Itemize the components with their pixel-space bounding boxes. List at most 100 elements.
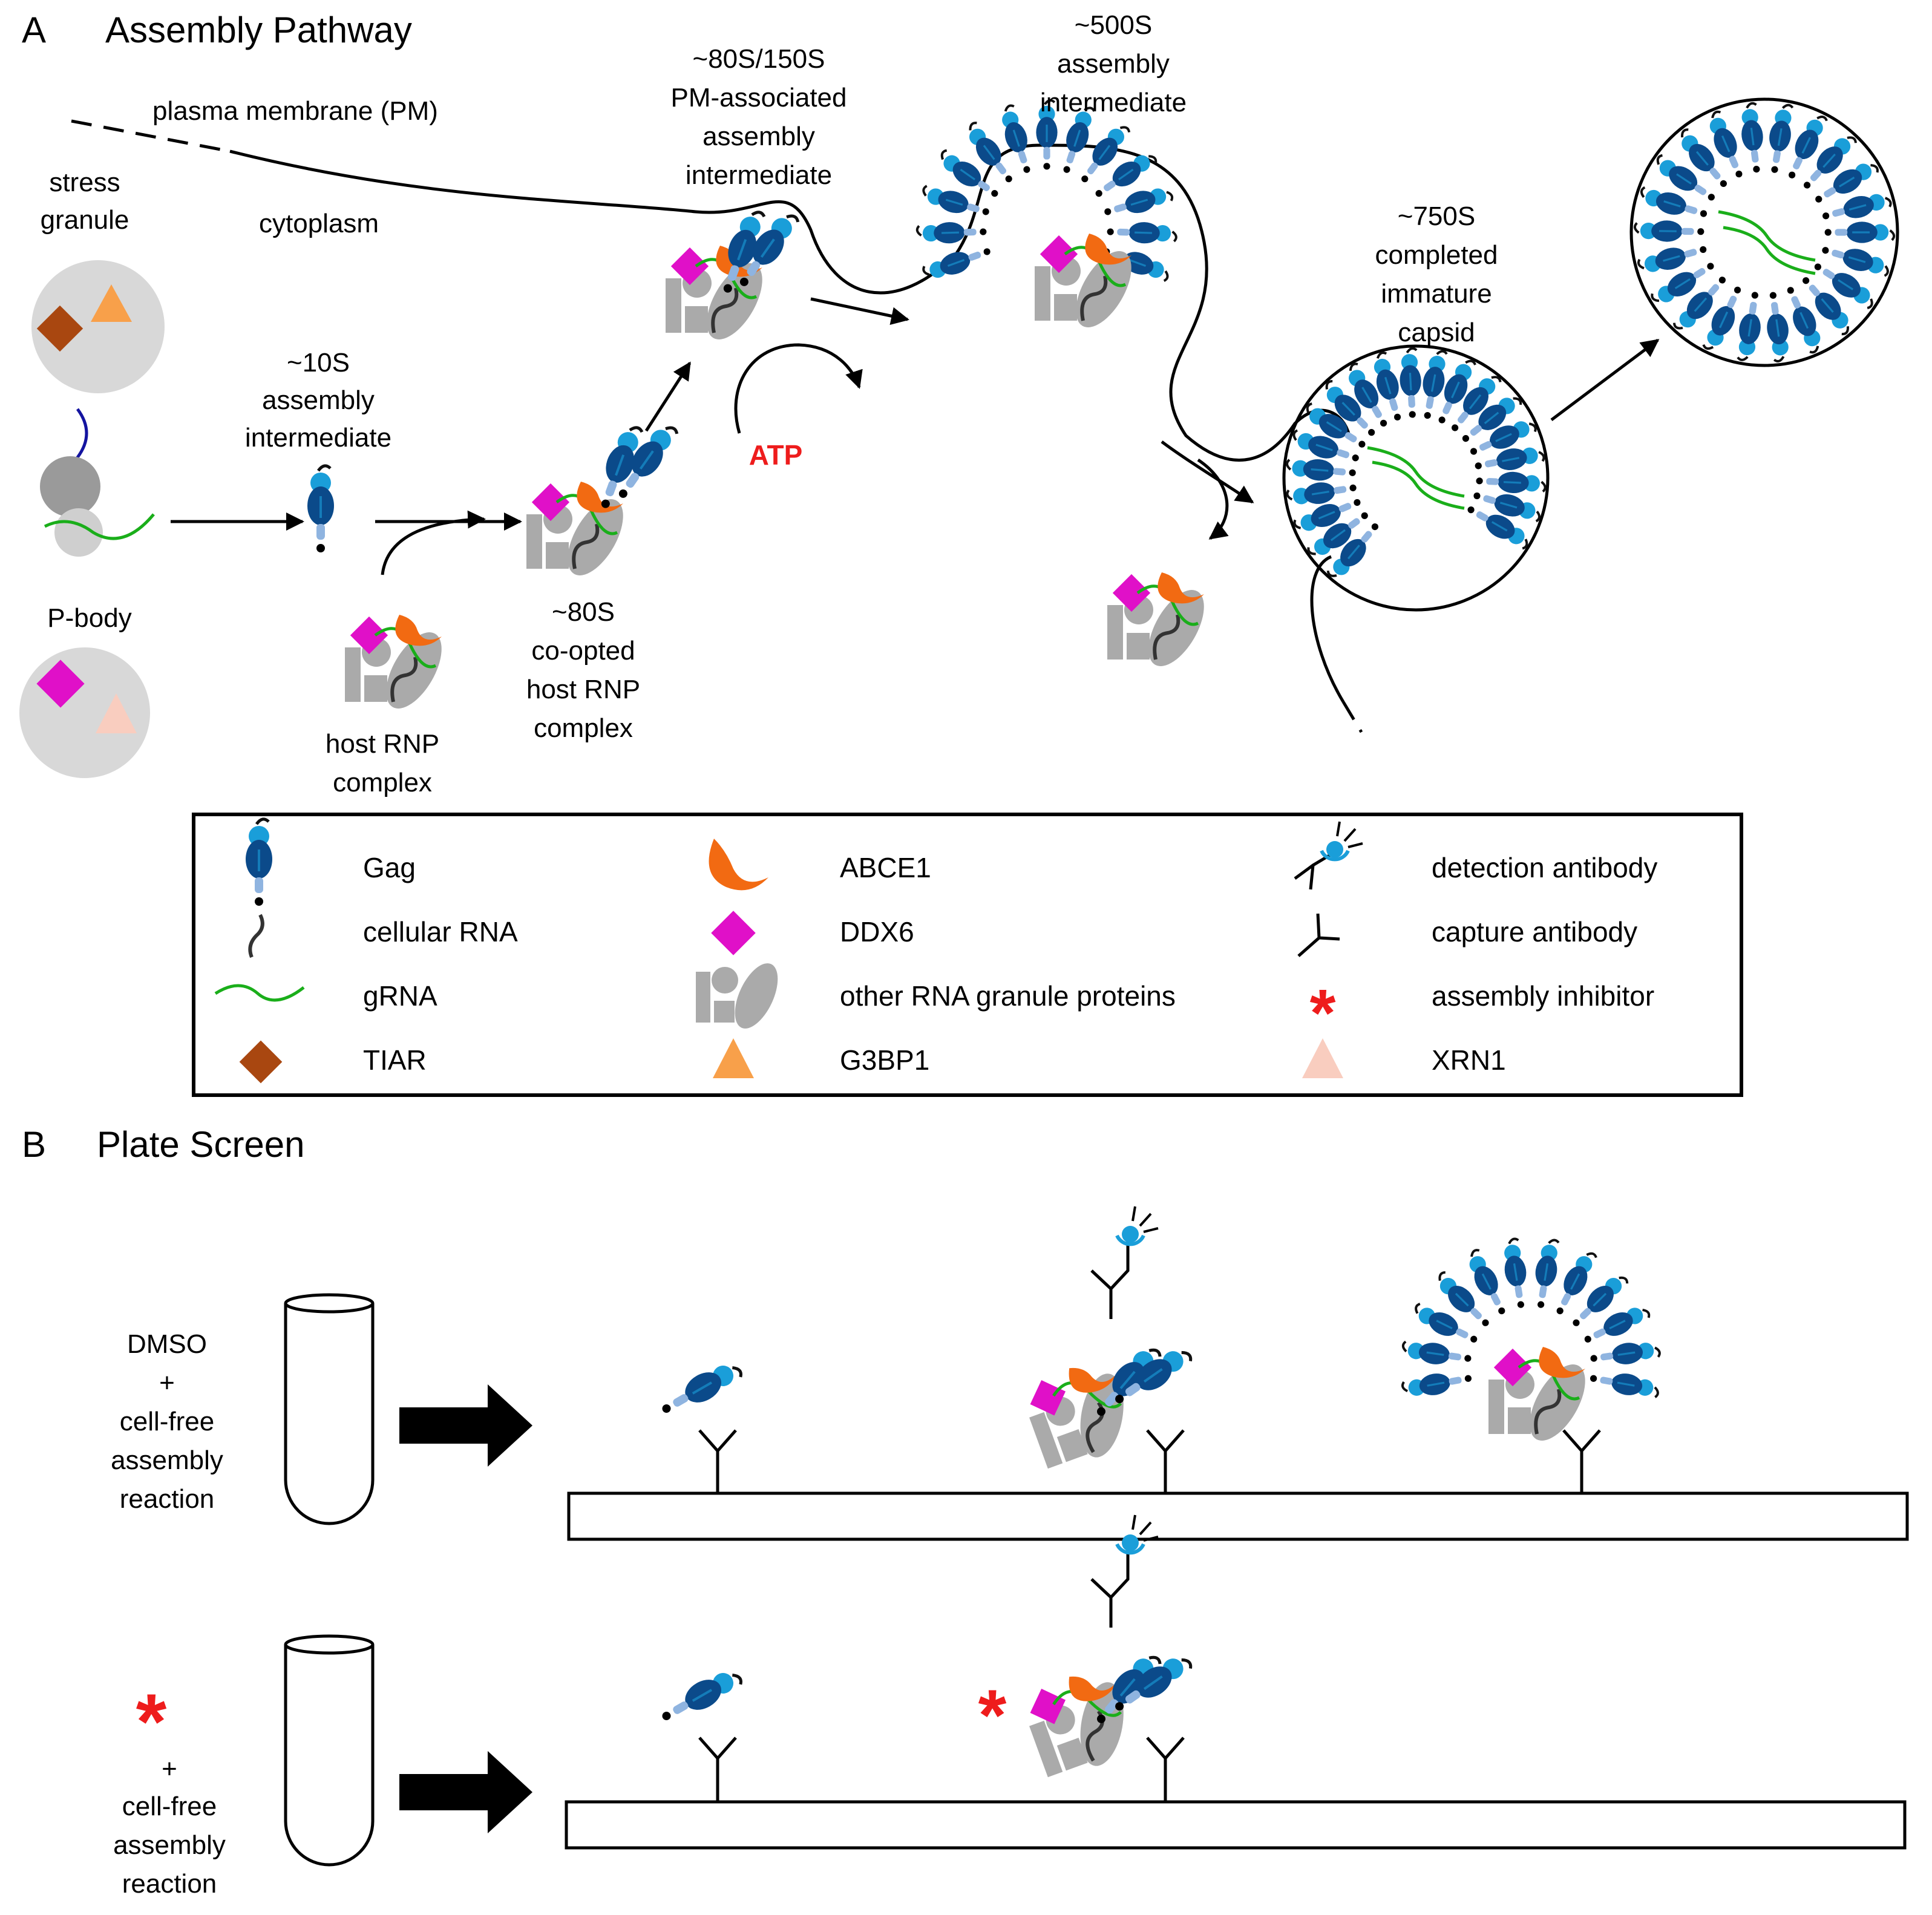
ddx6-icon — [36, 660, 85, 708]
capture-ab-dmso-1 — [699, 1430, 736, 1493]
750s-label-1: ~750S — [1398, 201, 1475, 231]
gag-molecule — [1635, 220, 1704, 243]
inhibitor-label-1: + — [162, 1754, 177, 1784]
legend-label-granule-proteins: other RNA granule proteins — [840, 980, 1176, 1012]
gag-molecule — [1500, 1238, 1532, 1310]
10s-label-2: assembly — [262, 385, 375, 415]
750s-capsid-envelope — [1282, 344, 1550, 612]
gag-molecule — [1401, 1338, 1473, 1369]
inhibitor-bound-star: * — [978, 1675, 1007, 1756]
legend-label-detection-antibody: detection antibody — [1432, 852, 1657, 883]
detection-tag-inh-2 — [1117, 1515, 1158, 1553]
dmso-label-5: reaction — [120, 1484, 215, 1514]
750s-label-3: immature — [1381, 279, 1492, 309]
pm-label-3: assembly — [702, 122, 815, 151]
legend-label-cellular-rna: cellular RNA — [363, 916, 518, 948]
stress-granule-label-2: granule — [41, 205, 129, 235]
gag-molecule — [1825, 221, 1894, 243]
inhibitor-label-4: reaction — [122, 1869, 217, 1899]
panel-a-letter: A — [22, 10, 46, 50]
tube-inhibitor-rim — [284, 1634, 375, 1655]
legend-label-abce1: ABCE1 — [840, 852, 931, 883]
legend-label-gag: Gag — [363, 852, 416, 883]
tiar-legend-icon — [239, 1040, 283, 1084]
cellular-rna-icon — [248, 914, 264, 958]
arrow-to-virion — [1550, 339, 1660, 421]
gag-molecule — [922, 241, 994, 284]
500s-label-1: ~500S — [1075, 10, 1152, 40]
dmso-label-2: + — [159, 1368, 175, 1398]
p-body — [19, 647, 150, 778]
plate-dmso — [567, 1491, 1909, 1541]
capture-ab-dmso-2 — [1147, 1430, 1184, 1493]
500s-label-2: assembly — [1057, 49, 1170, 79]
500s-rnp-complex — [1035, 234, 1142, 336]
legend-label-capture-antibody: capture antibody — [1432, 916, 1637, 948]
inhibitor-star: * — [136, 1677, 167, 1766]
500s-label-3: intermediate — [1040, 88, 1187, 117]
atp-label: ATP — [749, 439, 803, 471]
arrow-dmso — [399, 1384, 532, 1467]
10s-label-1: ~10S — [287, 348, 350, 378]
gag-molecule — [1588, 1367, 1660, 1401]
g3bp1-icon — [91, 284, 132, 322]
dmso-label-3: cell-free — [120, 1407, 215, 1436]
legend-label-ddx6: DDX6 — [840, 916, 914, 948]
arrow-atp — [734, 343, 863, 434]
gag-molecule — [1764, 103, 1796, 175]
host-rnp-label-2: complex — [333, 768, 432, 797]
host-rnp-complex — [345, 615, 453, 718]
legend-label-assembly-inhibitor: assembly inhibitor — [1432, 980, 1654, 1012]
detection-ab-inh-2 — [1090, 1549, 1130, 1628]
plasma-membrane — [229, 143, 1351, 462]
750s-label-4: capsid — [1398, 318, 1475, 347]
capture-ab-inh-1 — [699, 1738, 736, 1801]
xrn1-legend-icon — [1302, 1038, 1343, 1078]
stress-granule — [31, 260, 165, 393]
panel-b-letter: B — [22, 1124, 46, 1165]
coopted-rnp-complex — [526, 482, 634, 584]
panel-b-title: Plate Screen — [97, 1124, 305, 1165]
assembly-inhibitor-icon: * — [1310, 976, 1336, 1050]
gag-molecule — [1735, 290, 1766, 362]
arrow-rnp-join — [381, 510, 486, 575]
p-body-label: P-body — [47, 603, 131, 633]
panel-a-title: Assembly Pathway — [105, 10, 412, 50]
gag-molecule — [1738, 102, 1767, 174]
legend-label-tiar: TIAR — [363, 1044, 427, 1076]
gag-molecule — [917, 221, 987, 244]
gag-molecule — [1107, 221, 1177, 244]
pm-label-2: PM-associated — [670, 83, 846, 113]
coopted-label-1: ~80S — [552, 597, 615, 627]
membrane-label: plasma membrane (PM) — [152, 96, 438, 126]
plasma-membrane-dashed — [71, 119, 231, 153]
abce1-icon — [709, 839, 768, 891]
arrow-inhibitor — [399, 1751, 532, 1833]
virion-envelope — [1629, 97, 1899, 367]
arrow-to-500s — [810, 297, 909, 326]
ddx6-legend-icon — [711, 911, 756, 955]
detection-tag-dmso-2 — [1117, 1206, 1158, 1244]
tube-inhibitor — [284, 1645, 375, 1867]
legend-box — [192, 813, 1743, 1097]
gag-molecule — [1762, 290, 1793, 362]
750s-grna — [1367, 446, 1465, 510]
released-rnp-complex — [1107, 572, 1215, 675]
tiar-icon — [36, 305, 84, 352]
gag-inh-1 — [656, 1663, 744, 1730]
coopted-label-4: complex — [534, 713, 633, 743]
capture-antibody-icon — [1297, 913, 1340, 957]
pm-label-4: intermediate — [686, 160, 832, 190]
legend-label-g3bp1: G3BP1 — [840, 1044, 929, 1076]
stress-granule-label-1: stress — [49, 168, 120, 197]
gag-molecule — [1286, 457, 1357, 484]
gag-molecule — [1589, 1338, 1660, 1369]
cytoplasm-label: cytoplasm — [259, 209, 379, 238]
g3bp1-legend-icon — [713, 1038, 754, 1078]
10s-label-3: intermediate — [245, 423, 391, 453]
capture-ab-dmso-3 — [1564, 1430, 1600, 1493]
legend-label-grna: gRNA — [363, 980, 437, 1012]
inhibitor-label-3: assembly — [113, 1830, 226, 1860]
plate-inhibitor — [565, 1800, 1907, 1850]
